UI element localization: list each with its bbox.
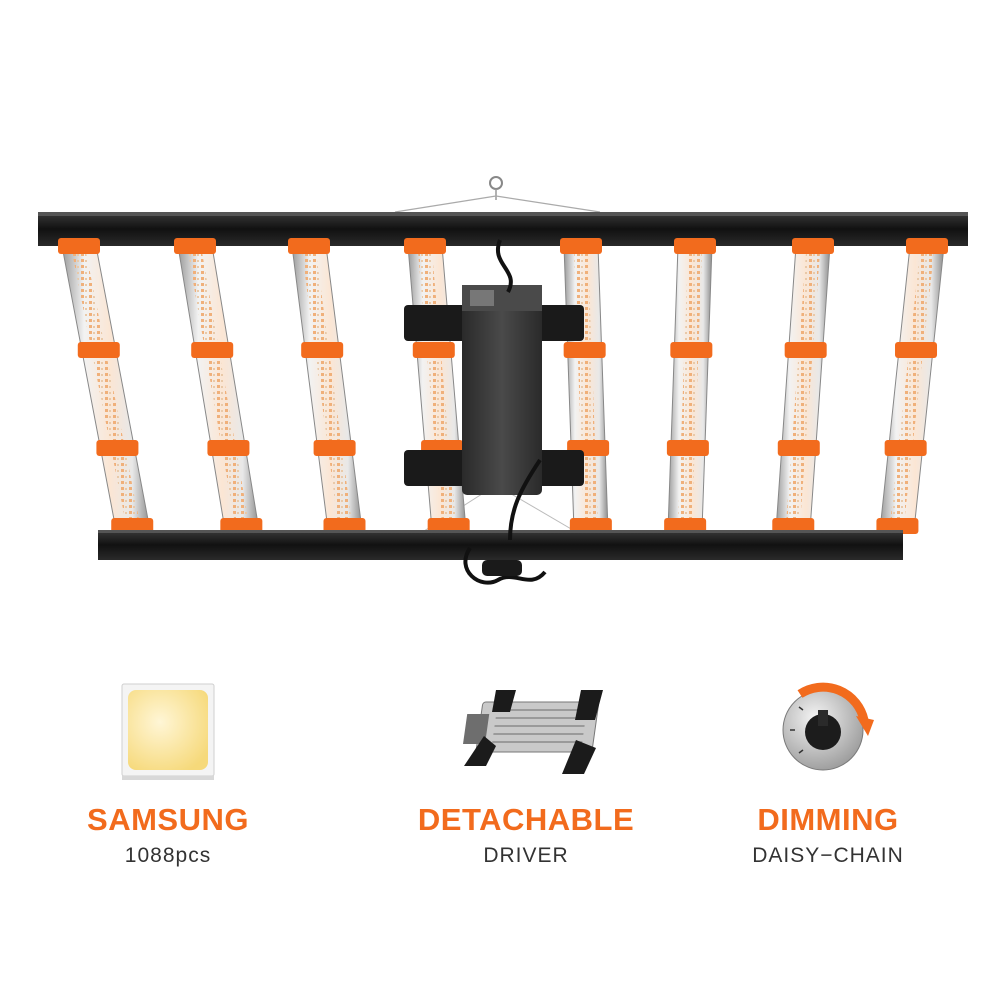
feature-title: DIMMING <box>757 802 899 837</box>
bar-clip <box>207 440 250 456</box>
bar-clip <box>404 238 446 254</box>
bar-clip <box>666 440 709 456</box>
led-bar <box>174 238 263 534</box>
bar-clip <box>792 238 834 254</box>
bottom-frame <box>98 530 903 560</box>
bar-clip <box>906 238 948 254</box>
led-bar <box>664 238 716 534</box>
bar-clip <box>563 342 606 358</box>
bar-clip <box>895 342 938 358</box>
driver-box <box>404 285 584 495</box>
hanging-ring <box>489 176 503 190</box>
led-bar <box>404 238 470 534</box>
led-bar <box>772 238 834 534</box>
feature-samsung: SAMSUNG 1088pcs <box>18 680 318 868</box>
feature-subtitle: DRIVER <box>483 844 569 867</box>
feature-subtitle: 1088pcs <box>124 844 212 867</box>
bar-clip <box>288 238 330 254</box>
feature-title: SAMSUNG <box>87 802 249 837</box>
feature-dimming: DIMMING DAISY−CHAIN <box>678 680 978 868</box>
led-chip-icon <box>18 680 318 790</box>
power-cables <box>463 239 547 585</box>
bar-clip <box>670 342 713 358</box>
feature-title: DETACHABLE <box>417 802 635 837</box>
bar-clip <box>674 238 716 254</box>
bar-clip <box>777 440 820 456</box>
led-bar <box>58 238 154 534</box>
bar-clip <box>301 342 344 358</box>
grow-light-image <box>38 176 968 585</box>
bar-clip <box>884 440 927 456</box>
bar-clip <box>560 238 602 254</box>
bar-clip <box>313 440 356 456</box>
bar-clip <box>174 238 216 254</box>
bar-clip <box>77 342 120 358</box>
cable-connector <box>482 560 522 576</box>
bar-clip <box>96 440 139 456</box>
bar-clip <box>191 342 234 358</box>
driver-icon <box>376 680 676 790</box>
led-bar <box>560 238 612 534</box>
dimmer-knob-icon <box>678 680 978 790</box>
bar-clip <box>412 342 455 358</box>
bar-clip <box>58 238 100 254</box>
led-bar <box>288 238 366 534</box>
led-bar <box>876 238 948 534</box>
feature-driver: DETACHABLE DRIVER <box>376 680 676 868</box>
feature-subtitle: DAISY−CHAIN <box>752 844 904 867</box>
bar-clip <box>784 342 827 358</box>
